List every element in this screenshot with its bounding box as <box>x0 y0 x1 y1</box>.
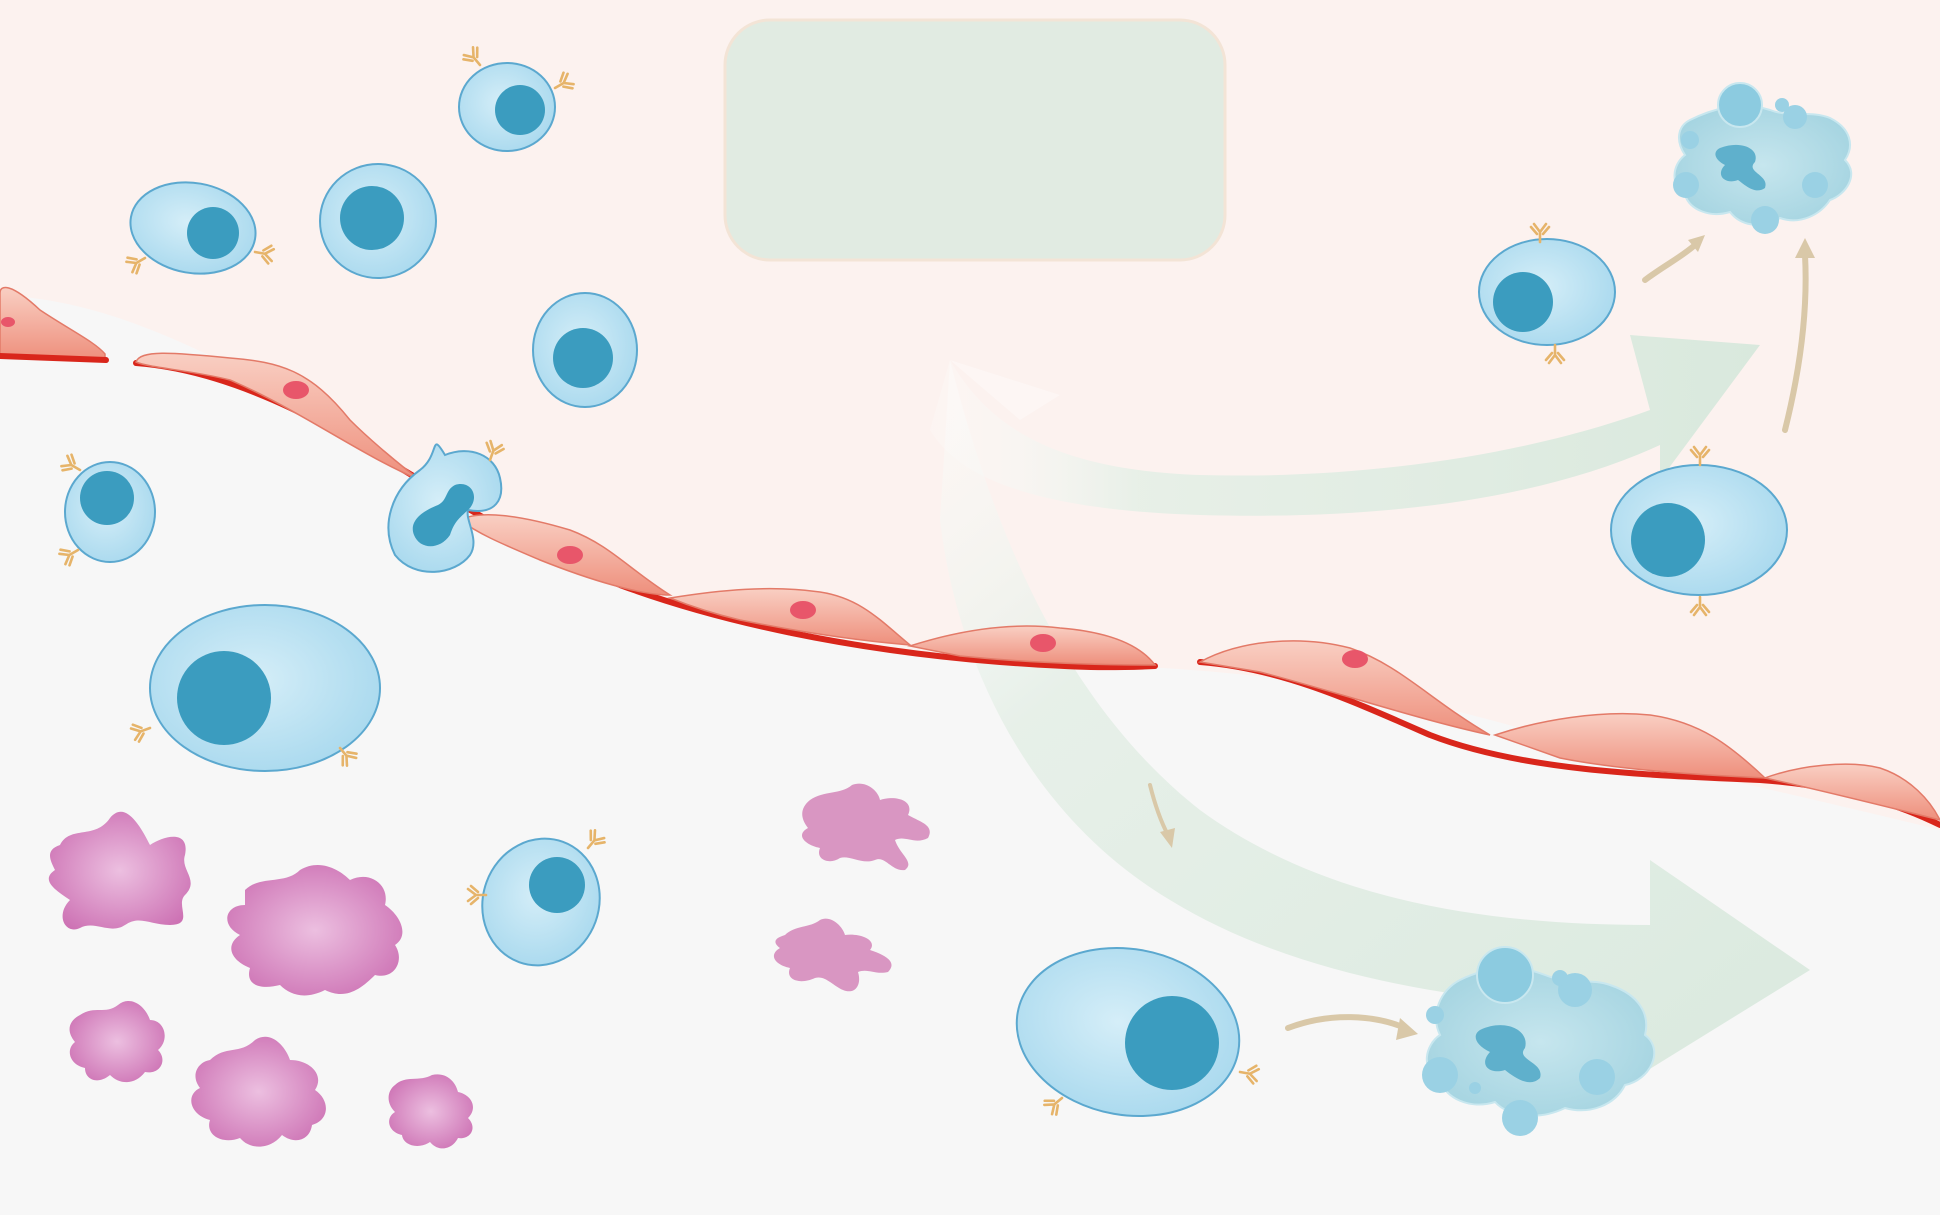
endothelial-nucleus <box>1030 634 1056 652</box>
b-cell-icon <box>458 44 577 152</box>
basement-membrane <box>0 353 109 363</box>
nucleus <box>412 484 475 547</box>
arrow-origin <box>950 360 1060 420</box>
b-cell-icon <box>532 292 638 408</box>
small-arrows <box>1148 235 1815 1040</box>
b-cell-icon <box>319 163 437 279</box>
b-cell-group-tissue <box>56 451 1261 1118</box>
label-box <box>723 18 1227 262</box>
endothelial-cell-icon <box>135 352 421 481</box>
endothelium <box>0 286 1940 828</box>
transmigrating-cell <box>387 438 506 573</box>
arrow-icon <box>1642 242 1698 283</box>
endothelial-nucleus <box>557 546 583 564</box>
apoptotic-cell-icon <box>1422 946 1656 1136</box>
myeloid-cell-icon <box>191 1036 326 1147</box>
endothelial-cell-icon <box>1492 712 1767 779</box>
endothelial-cell-icon <box>0 286 106 361</box>
myeloid-cell-icon <box>69 1000 165 1083</box>
plasma-cell-icon <box>1610 445 1788 617</box>
myeloid-cell-icon <box>48 811 191 930</box>
arrow-icon <box>1782 252 1809 433</box>
plasma-cell-icon <box>128 604 381 772</box>
arrow-icon <box>1285 1014 1408 1031</box>
endothelial-cell-icon <box>1762 763 1940 821</box>
myeloid-cell-icon <box>388 1074 473 1149</box>
plasma-cell-icon <box>1015 946 1261 1118</box>
b-cell-group-lumen <box>123 44 1788 617</box>
endothelial-nucleus <box>1 317 15 327</box>
endothelial-nucleus <box>1342 650 1368 668</box>
b-cell-icon <box>123 181 276 277</box>
b-cell-icon <box>1478 222 1616 365</box>
b-cell-icon <box>466 827 608 967</box>
myeloid-cell-icon <box>227 864 403 996</box>
myeloid-cell-icon <box>801 783 930 871</box>
endothelial-nucleus <box>790 601 816 619</box>
myeloid-cell-group <box>48 783 930 1149</box>
migration-arrow-icon <box>940 360 1810 1075</box>
endothelial-cell-icon <box>1197 640 1491 736</box>
migration-arrow-icon <box>930 335 1760 516</box>
endothelial-cell-icon <box>667 587 913 646</box>
myeloid-cell-icon <box>773 918 892 992</box>
apoptotic-cell-icon <box>1673 82 1853 234</box>
endothelial-nucleus <box>283 381 309 399</box>
b-cell-icon <box>56 451 156 569</box>
